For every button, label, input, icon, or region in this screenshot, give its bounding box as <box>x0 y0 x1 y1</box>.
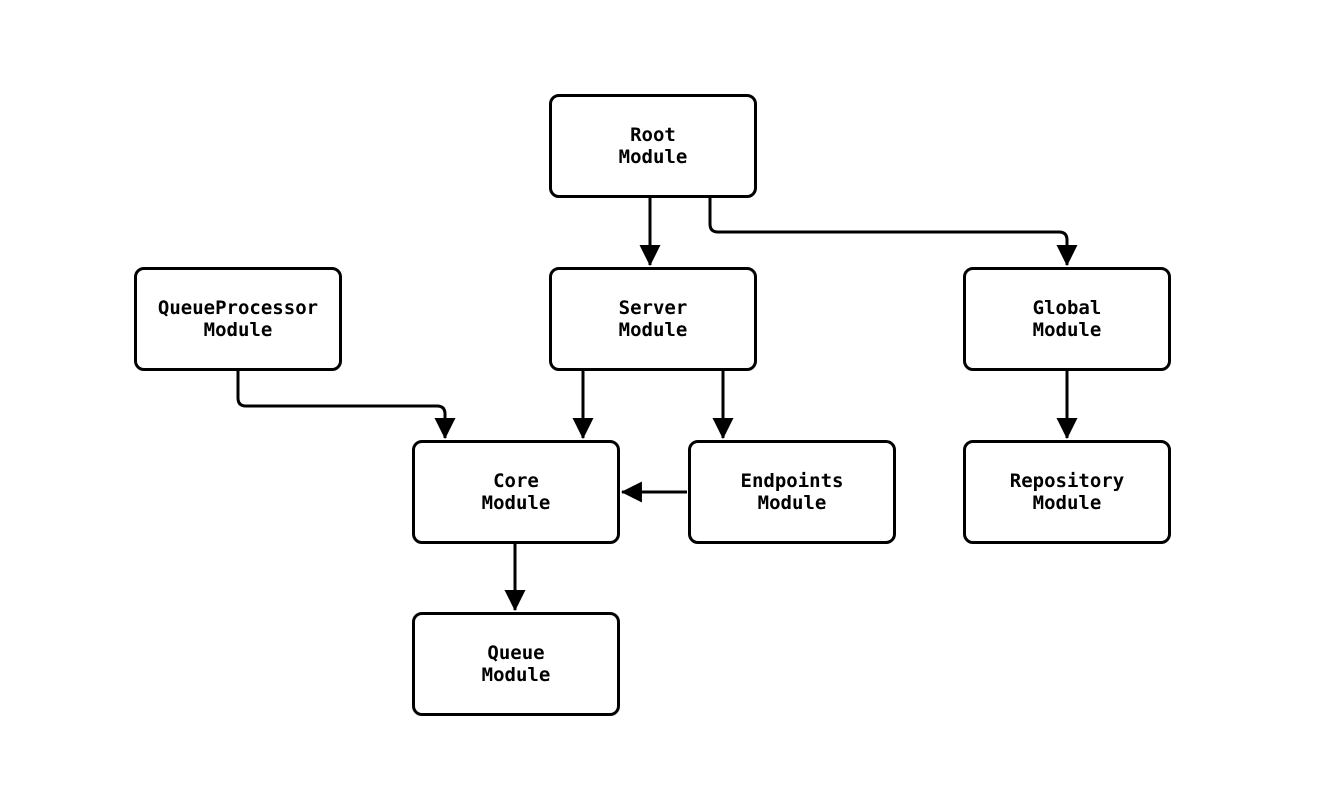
node-root-module-label: Root Module <box>618 124 688 168</box>
node-global-module: Global Module <box>963 267 1171 371</box>
node-root-module: Root Module <box>549 94 757 198</box>
node-global-module-label: Global Module <box>1032 297 1102 341</box>
node-endpoints-module: Endpoints Module <box>688 440 896 544</box>
node-core-module-label: Core Module <box>481 470 551 514</box>
node-repository-module: Repository Module <box>963 440 1171 544</box>
node-server-module: Server Module <box>549 267 757 371</box>
node-queue-module-label: Queue Module <box>481 642 551 686</box>
node-server-module-label: Server Module <box>618 297 688 341</box>
node-core-module: Core Module <box>412 440 620 544</box>
edge-root-to-global <box>708 197 1078 267</box>
node-endpoints-module-label: Endpoints Module <box>740 470 844 514</box>
node-queueprocessor-module: QueueProcessor Module <box>134 267 342 371</box>
node-queueprocessor-module-label: QueueProcessor Module <box>157 297 319 341</box>
edge-queueprocessor-to-core <box>236 370 456 440</box>
node-queue-module: Queue Module <box>412 612 620 716</box>
node-repository-module-label: Repository Module <box>1009 470 1125 514</box>
